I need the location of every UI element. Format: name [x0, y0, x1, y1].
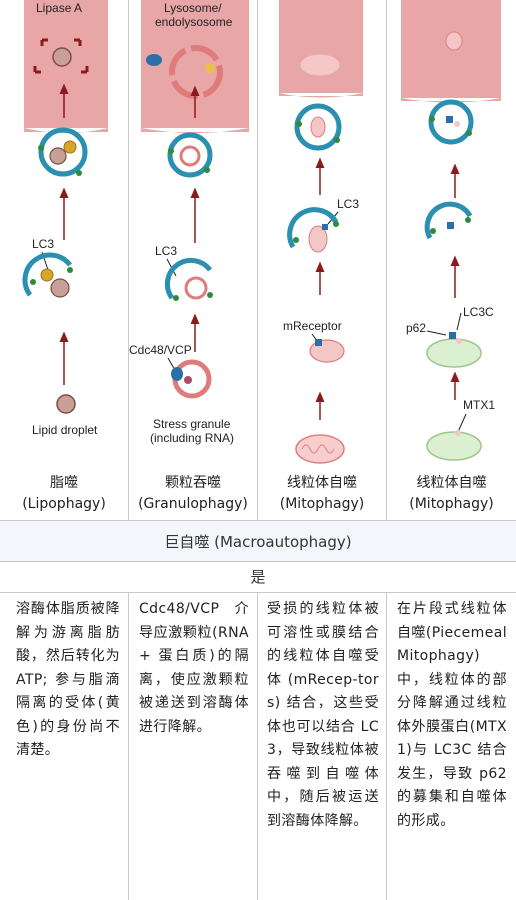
description-lipophagy: 溶酶体脂质被降解为游离脂肪酸，然后转化为 ATP; 参与脂滴隔离的受体(黄色)的…	[16, 601, 120, 758]
phagophore-2	[164, 257, 213, 300]
macroautophagy-row: 巨自噬 (Macroautophagy)	[0, 521, 516, 561]
lysosome-label-1: Lysosome/	[164, 1, 222, 15]
title-en-4: (Mitophagy)	[409, 496, 494, 512]
mreceptor-label: mReceptor	[283, 319, 342, 333]
title-zh-1: 脂噬	[50, 475, 78, 491]
lipid-droplet	[56, 394, 76, 414]
diagram-canvas: Lipase A LC3 Lipid droplet	[22, 0, 501, 464]
lipid-droplet-label: Lipid droplet	[32, 423, 98, 437]
phagophore-3	[287, 207, 339, 249]
mitochondrion-fragment	[445, 31, 463, 51]
mitochondrion-3	[295, 434, 345, 464]
divider-v1	[128, 0, 129, 520]
lysosome-3	[279, 0, 363, 93]
description-mitophagy: 受损的线粒体被可溶性或膜结合的线粒体自噬受体 (mRecep-tors) 结合，…	[267, 601, 379, 829]
divider-v6	[386, 593, 387, 900]
divider-h3	[0, 592, 516, 593]
stress-granule-label-1: Stress granule	[153, 417, 231, 431]
mitophagy-panel-2: LC3C p62 MTX1	[401, 0, 501, 461]
divider-h2	[0, 561, 516, 562]
cdc48-label: Cdc48/VCP	[129, 343, 192, 357]
lipase-a-label: Lipase A	[36, 1, 82, 15]
mtx1-label: MTX1	[463, 398, 495, 412]
title-en-3: (Mitophagy)	[279, 496, 365, 512]
title-zh-2: 颗粒吞噬	[165, 475, 221, 491]
title-en-2: (Granulophagy)	[138, 496, 248, 512]
phagophore-1	[22, 252, 72, 297]
p62-label: p62	[406, 321, 426, 335]
lc3-label-3: LC3	[337, 197, 359, 211]
divider-h1	[0, 520, 516, 521]
endolysosome	[169, 45, 223, 99]
title-zh-4: 线粒体自噬	[416, 475, 487, 491]
mitophagy-panel-1: LC3 mReceptor	[279, 0, 363, 464]
title-en-1: (Lipophagy)	[22, 496, 106, 512]
autolysosome-1	[38, 127, 88, 177]
divider-v5	[257, 593, 258, 900]
autolysosome-2	[167, 132, 213, 178]
autolysosome-3	[294, 103, 342, 151]
divider-v2	[257, 0, 258, 520]
description-piecemeal-mitophagy: 在片段式线粒体自噬(Piecemeal Mitophagy)中，线粒体的部分降解…	[397, 601, 507, 829]
granulophagy-panel: Lysosome/ endolysosome LC3 Cdc48/VCP Str…	[129, 0, 249, 445]
stress-granule-label-2: (including RNA)	[150, 431, 234, 445]
autolysosome-4	[428, 99, 474, 145]
divider-v3	[386, 0, 387, 520]
lc3-label-1: LC3	[32, 237, 54, 251]
lc3-label-2: LC3	[155, 244, 177, 258]
title-zh-3: 线粒体自噬	[287, 475, 357, 491]
divider-v4	[128, 593, 129, 900]
mitochondrion-fragments	[299, 53, 341, 77]
yes-row: 是	[250, 568, 266, 586]
lysosome-label-2: endolysosome	[155, 15, 233, 29]
lipid-droplet-digesting	[52, 47, 72, 67]
lipophagy-panel: Lipase A LC3 Lipid droplet	[22, 0, 108, 437]
phagophore-4	[424, 201, 473, 240]
description-granulophagy: Cdc48/VCP 介导应激颗粒(RNA+ 蛋白质)的隔离，使应激颗粒被递送到溶…	[139, 601, 249, 735]
mitochondrion-4a	[426, 338, 482, 368]
lc3c-label: LC3C	[463, 305, 494, 319]
mitochondrion-4b	[426, 431, 482, 461]
